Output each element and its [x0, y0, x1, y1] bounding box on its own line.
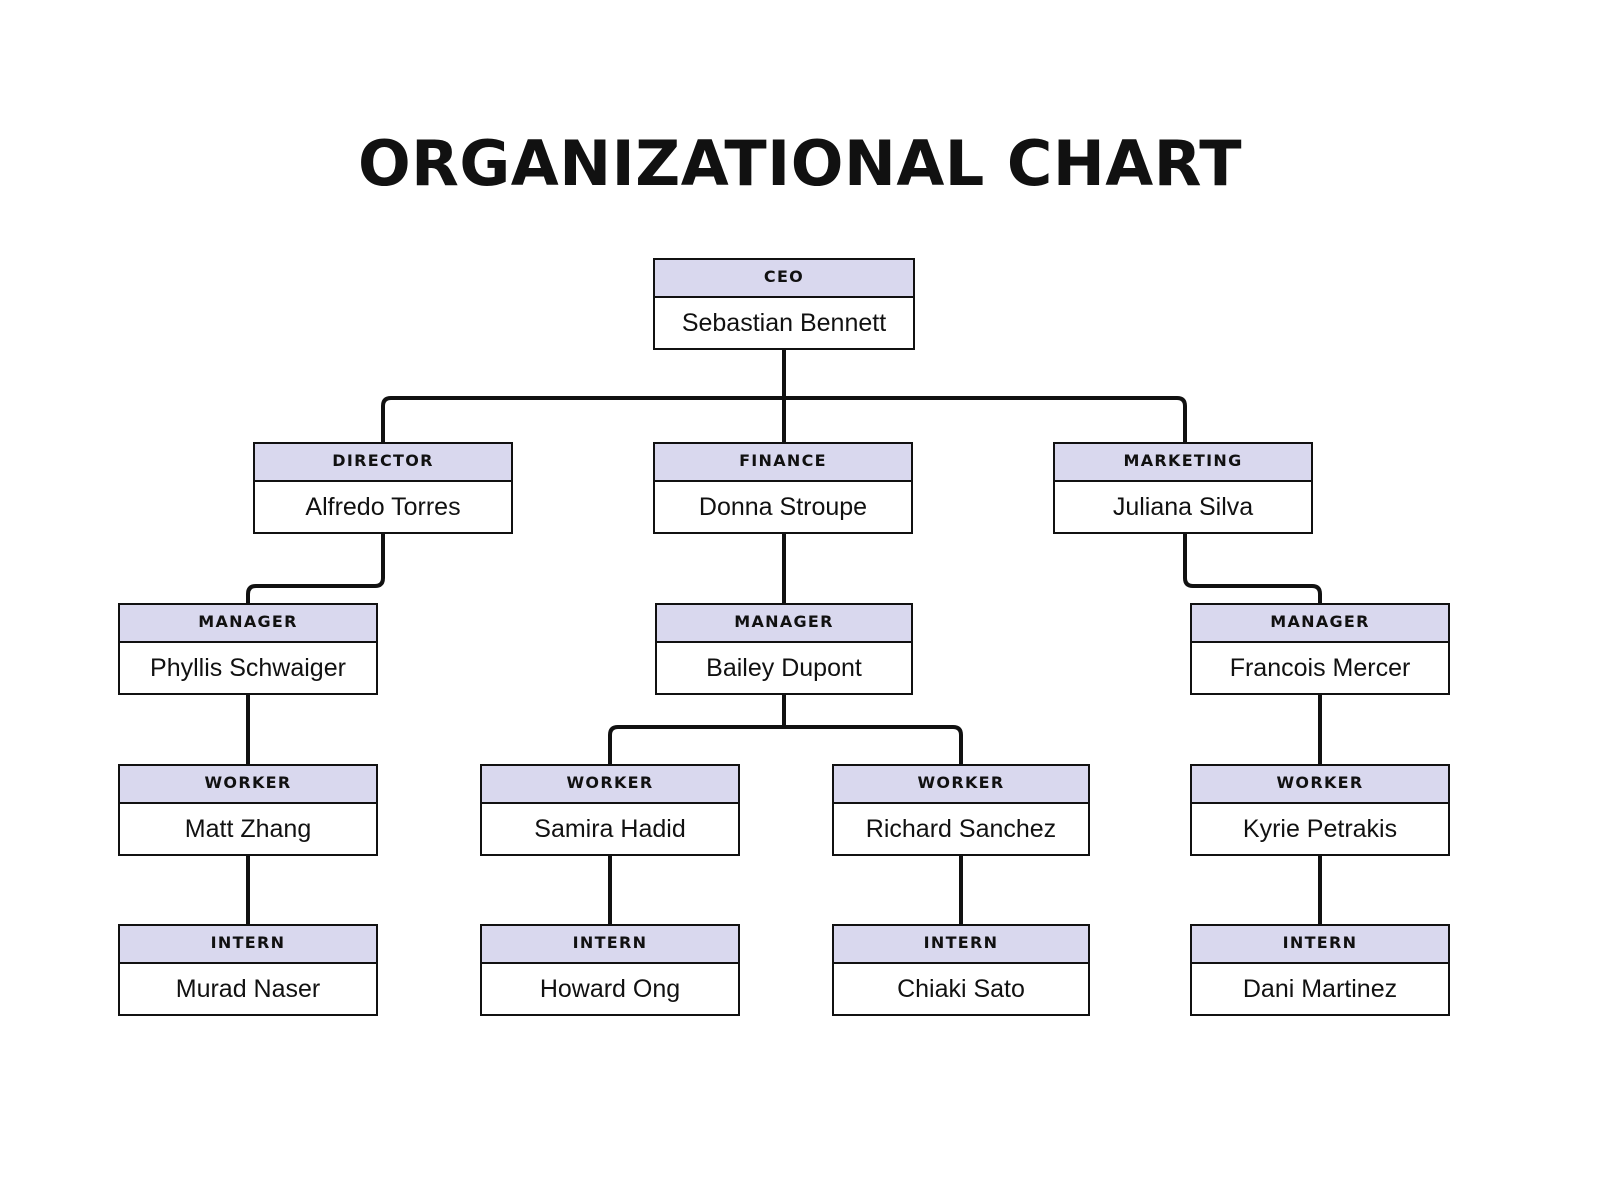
- node-role-label: WORKER: [834, 766, 1088, 804]
- node-role-label: MANAGER: [1192, 605, 1448, 643]
- node-intern-2[interactable]: INTERN Howard Ong: [480, 924, 740, 1016]
- node-finance[interactable]: FINANCE Donna Stroupe: [653, 442, 913, 534]
- node-person-name: Samira Hadid: [534, 815, 686, 843]
- node-marketing[interactable]: MARKETING Juliana Silva: [1053, 442, 1313, 534]
- node-person-name: Howard Ong: [539, 975, 681, 1003]
- node-person-name: Francois Mercer: [1229, 654, 1411, 682]
- node-manager-1[interactable]: MANAGER Phyllis Schwaiger: [118, 603, 378, 695]
- node-manager-2[interactable]: MANAGER Bailey Dupont: [655, 603, 913, 695]
- node-ceo[interactable]: CEO Sebastian Bennett: [653, 258, 915, 350]
- node-role-label: WORKER: [482, 766, 738, 804]
- node-role-label: MANAGER: [120, 605, 376, 643]
- node-role-label: MANAGER: [657, 605, 911, 643]
- node-person-name: Dani Martinez: [1242, 975, 1398, 1003]
- node-worker-3[interactable]: WORKER Richard Sanchez: [832, 764, 1090, 856]
- node-role-label: CEO: [655, 260, 913, 298]
- node-person-name: Alfredo Torres: [305, 493, 461, 521]
- node-director[interactable]: DIRECTOR Alfredo Torres: [253, 442, 513, 534]
- node-person-name: Richard Sanchez: [865, 815, 1057, 843]
- node-worker-1[interactable]: WORKER Matt Zhang: [118, 764, 378, 856]
- node-person-name: Bailey Dupont: [706, 654, 862, 682]
- node-person-name: Phyllis Schwaiger: [150, 654, 346, 682]
- node-person-name: Chiaki Sato: [897, 975, 1025, 1003]
- node-person-name: Matt Zhang: [184, 815, 312, 843]
- node-role-label: INTERN: [834, 926, 1088, 964]
- node-manager-3[interactable]: MANAGER Francois Mercer: [1190, 603, 1450, 695]
- node-role-label: DIRECTOR: [255, 444, 511, 482]
- node-role-label: MARKETING: [1055, 444, 1311, 482]
- node-intern-1[interactable]: INTERN Murad Naser: [118, 924, 378, 1016]
- node-worker-2[interactable]: WORKER Samira Hadid: [480, 764, 740, 856]
- node-person-name: Murad Naser: [175, 975, 321, 1003]
- node-role-label: INTERN: [482, 926, 738, 964]
- node-person-name: Sebastian Bennett: [681, 309, 887, 337]
- node-intern-4[interactable]: INTERN Dani Martinez: [1190, 924, 1450, 1016]
- node-role-label: INTERN: [1192, 926, 1448, 964]
- node-role-label: WORKER: [120, 766, 376, 804]
- node-worker-4[interactable]: WORKER Kyrie Petrakis: [1190, 764, 1450, 856]
- page-title: ORGANIZATIONAL CHART: [357, 127, 1243, 200]
- node-role-label: INTERN: [120, 926, 376, 964]
- node-person-name: Donna Stroupe: [698, 493, 868, 521]
- node-person-name: Juliana Silva: [1112, 493, 1254, 521]
- node-role-label: FINANCE: [655, 444, 911, 482]
- node-intern-3[interactable]: INTERN Chiaki Sato: [832, 924, 1090, 1016]
- node-person-name: Kyrie Petrakis: [1242, 815, 1398, 843]
- node-role-label: WORKER: [1192, 766, 1448, 804]
